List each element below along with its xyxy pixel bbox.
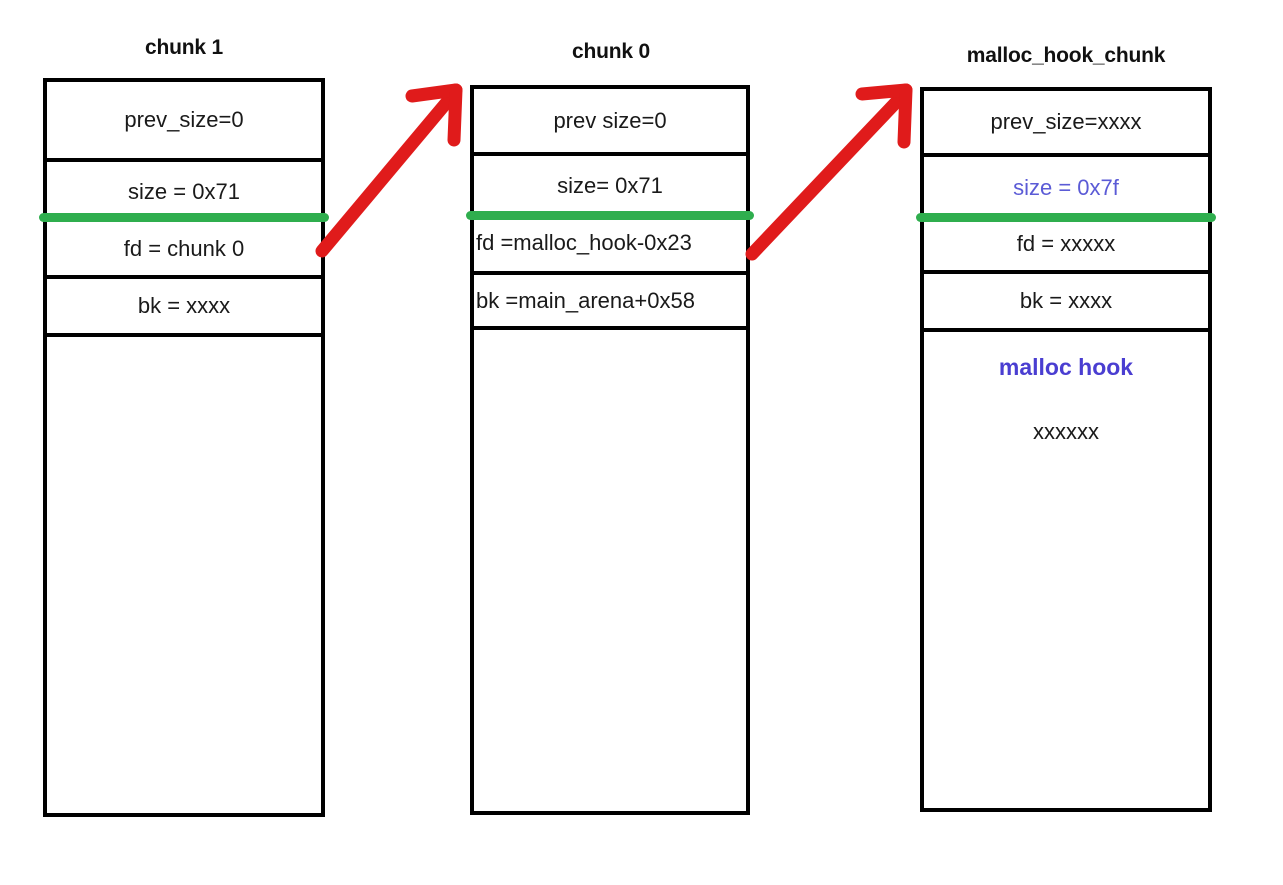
mhchunk-malloc-hook-label: malloc hook: [998, 354, 1134, 380]
chunk1-size-label: size = 0x71: [128, 179, 240, 204]
mhchunk-row-fd: fd = xxxxx: [924, 218, 1208, 274]
mhchunk-green-divider: [916, 213, 1216, 222]
chunk0-row-prev-size: prev size=0: [474, 89, 746, 156]
chunk0-fd-label: fd =malloc_hook-0x23: [476, 230, 692, 255]
chunk-title-1: chunk 1: [145, 36, 223, 59]
chunk1-row-bk: bk = xxxx: [47, 279, 321, 337]
chunk1-bk-label: bk = xxxx: [137, 293, 231, 318]
mhchunk-bk-label: bk = xxxx: [1019, 288, 1113, 313]
chunk-box-2: prev size=0 size= 0x71 fd =malloc_hook-0…: [470, 85, 750, 815]
chunk0-row-bk: bk =main_arena+0x58: [474, 275, 746, 330]
chunk-title-2: chunk 0: [572, 40, 650, 63]
chunk1-fd-label: fd = chunk 0: [123, 235, 245, 261]
chunk1-row-body: [47, 337, 321, 813]
mhchunk-row-size: size = 0x7f: [924, 157, 1208, 218]
arrow-chunk1-fd-to-chunk0: [315, 83, 463, 258]
chunk1-row-fd: fd = chunk 0: [47, 222, 321, 279]
mhchunk-row-body: malloc hook xxxxxx: [924, 332, 1208, 808]
chunk0-size-label: size= 0x71: [557, 172, 663, 198]
chunk0-prev-size-label: prev size=0: [553, 107, 667, 133]
mhchunk-row-prev-size: prev_size=xxxx: [924, 91, 1208, 157]
chunk-box-3: prev_size=xxxx size = 0x7f fd = xxxxx bk…: [920, 87, 1212, 812]
chunk1-prev-size-label: prev_size=0: [124, 107, 244, 132]
chunk0-row-fd: fd =malloc_hook-0x23: [474, 215, 746, 275]
mhchunk-size-label: size = 0x7f: [1013, 174, 1119, 200]
chunk0-row-body: [474, 330, 746, 811]
chunk1-green-divider: [39, 213, 329, 222]
mhchunk-row-bk: bk = xxxx: [924, 274, 1208, 332]
chunk1-row-size: size = 0x71: [47, 162, 321, 222]
mhchunk-fd-label: fd = xxxxx: [1016, 231, 1116, 256]
chunk0-row-size: size= 0x71: [474, 156, 746, 215]
mhchunk-hook-value-label: xxxxxx: [1033, 419, 1099, 444]
chunk0-green-divider: [466, 211, 754, 220]
chunk-title-3: malloc_hook_chunk: [966, 44, 1166, 67]
chunk-box-1: prev_size=0 size = 0x71 fd = chunk 0 bk …: [43, 78, 325, 817]
mhchunk-prev-size-label: prev_size=xxxx: [990, 109, 1142, 134]
arrow-chunk0-fd-to-malloc-hook-chunk: [745, 83, 913, 261]
chunk0-bk-label: bk =main_arena+0x58: [476, 287, 695, 313]
chunk1-row-prev-size: prev_size=0: [47, 82, 321, 162]
